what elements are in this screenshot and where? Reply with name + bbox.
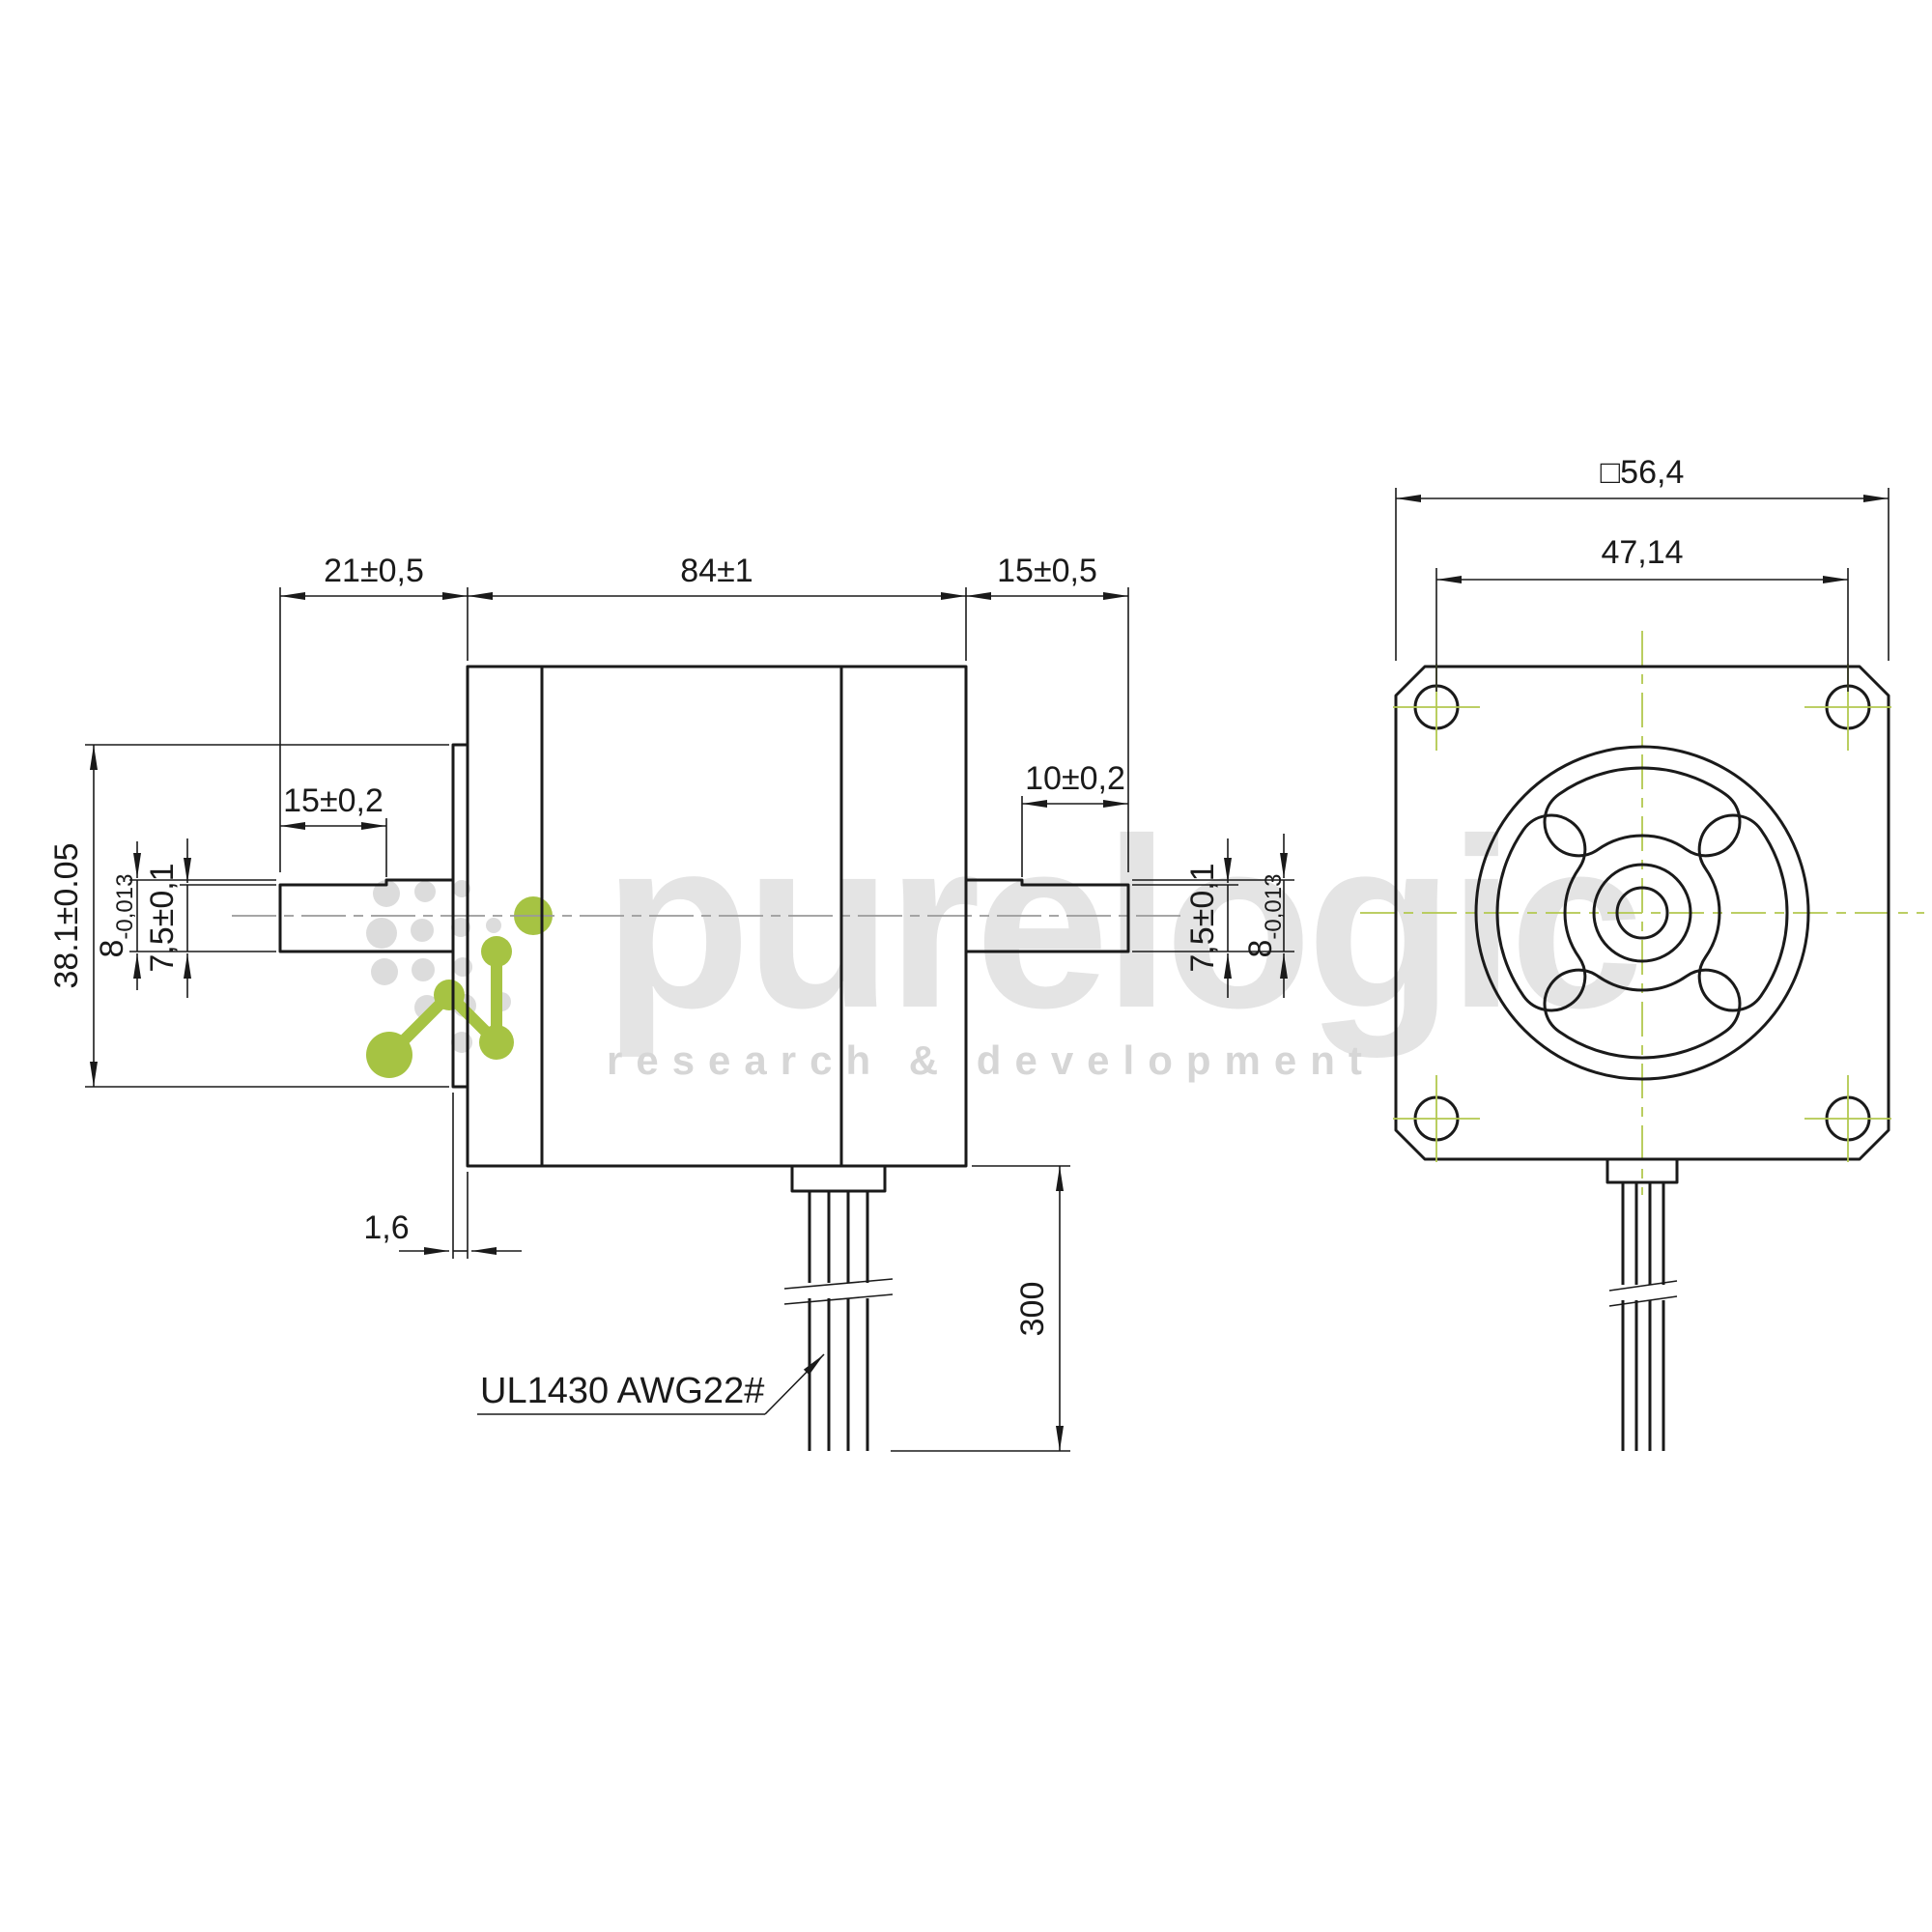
dim-text-rear-flat-length: 10±0,2 xyxy=(1025,760,1125,797)
outside-arrow-dimensions xyxy=(133,834,1288,1255)
extension-lines xyxy=(85,488,1889,1452)
endbell-slot xyxy=(1543,968,1742,1060)
watermark-tagline-text: research & development xyxy=(607,1037,1376,1083)
logo-dot xyxy=(366,1032,412,1078)
dim-text-pilot-thickness: 1,6 xyxy=(363,1209,409,1246)
logo-connector-line xyxy=(384,946,502,1061)
dim-text-flange-size: □56,4 xyxy=(1601,454,1685,491)
shaft-circle xyxy=(1615,886,1669,940)
wire-break-mark xyxy=(1608,1280,1678,1292)
leader-line xyxy=(764,1353,825,1415)
watermark-gray-dot xyxy=(453,957,472,977)
endbell-slot xyxy=(1495,813,1587,1012)
dim-value: 8 xyxy=(1242,940,1279,958)
watermark-gray-dot xyxy=(373,880,400,907)
wire-spec-label: UL1430 AWG22# xyxy=(480,1371,764,1411)
dim-value: 8 xyxy=(94,940,130,958)
dim-text-rear-flat-height: 7,5±0,1 xyxy=(1184,863,1221,972)
pilot-boss xyxy=(451,743,469,1089)
wire-outlet-stub xyxy=(790,1164,887,1193)
watermark-brand-text: purelogic xyxy=(603,788,1637,1058)
watermark-gray-dot xyxy=(371,958,398,985)
dim-text-front-shaft-length: 21±0,5 xyxy=(324,553,424,589)
front-shaft-outline xyxy=(278,878,455,953)
dim-text-front-flat-length: 15±0,2 xyxy=(283,782,384,819)
endbell-face-circle xyxy=(1474,745,1810,1081)
dim-tolerance: -0,013 xyxy=(1261,874,1287,940)
logo-dot xyxy=(481,936,512,967)
dimensions: 21±0,5 84±1 15±0,5 15±0,2 10±0,2 38.1±0.… xyxy=(48,454,1889,1452)
rear-shaft-outline xyxy=(964,878,1130,953)
front-view xyxy=(1360,631,1924,1451)
watermark-gray-dot xyxy=(414,881,436,902)
endbell-slot xyxy=(1697,813,1789,1012)
logo-dot xyxy=(434,980,465,1010)
watermark-gray-dot xyxy=(412,958,435,981)
mounting-flange-outline xyxy=(1394,665,1890,1161)
dim-text-hole-spacing: 47,14 xyxy=(1601,534,1683,571)
lead-wires-side xyxy=(783,1164,894,1451)
logo-dot xyxy=(479,1025,514,1060)
watermark-gray-dot xyxy=(486,918,501,933)
endbell-slots xyxy=(1495,766,1789,1060)
dim-text-body-length: 84±1 xyxy=(680,553,753,589)
wire-break-mark xyxy=(783,1293,894,1305)
watermark: purelogic research & development xyxy=(366,788,1644,1083)
watermark-gray-dot xyxy=(451,918,470,937)
dim-text-pilot-diameter: 38.1±0.05 xyxy=(48,842,85,988)
lead-wires-front xyxy=(1605,1157,1679,1451)
watermark-gray-dot xyxy=(366,918,397,949)
watermark-gray-dot xyxy=(411,919,434,942)
dim-text-front-flat-height: 7,5±0,1 xyxy=(144,863,181,972)
dim-text-wire-length: 300 xyxy=(1014,1282,1051,1337)
bearing-boss-circle xyxy=(1592,863,1692,963)
wire-spec-leader xyxy=(477,1353,825,1415)
dim-text-rear-shaft-diameter: 8-0,013 xyxy=(1242,874,1287,958)
wire-outlet-stub xyxy=(1605,1157,1679,1184)
wire-break-mark xyxy=(783,1278,894,1290)
side-view xyxy=(232,665,1183,1451)
endbell-slot xyxy=(1543,766,1742,858)
dim-tolerance: -0,013 xyxy=(112,874,138,940)
wire-break-mark xyxy=(1608,1295,1678,1307)
dim-text-front-shaft-diameter: 8-0,013 xyxy=(94,874,138,958)
dimension-lines xyxy=(90,495,1889,1451)
dim-text-rear-shaft-length: 15±0,5 xyxy=(997,553,1097,589)
